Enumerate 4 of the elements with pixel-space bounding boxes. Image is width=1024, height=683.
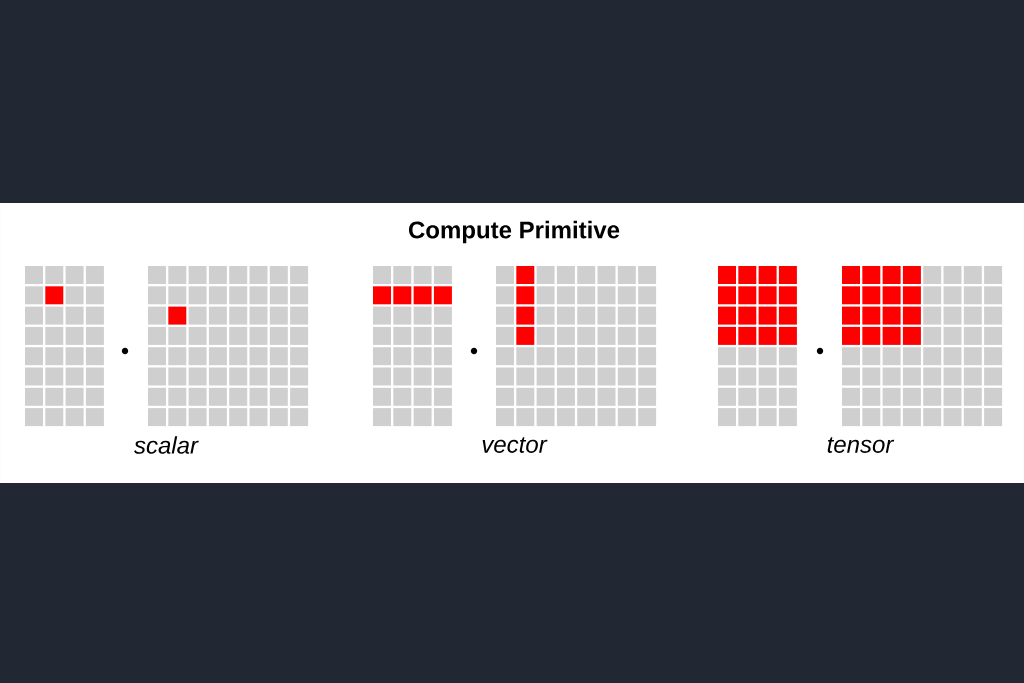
caption-label: vector	[482, 437, 548, 453]
caption-label: scalar	[134, 436, 199, 454]
title: Compute Primitive	[408, 220, 620, 244]
caption-label: tensor	[827, 437, 895, 453]
